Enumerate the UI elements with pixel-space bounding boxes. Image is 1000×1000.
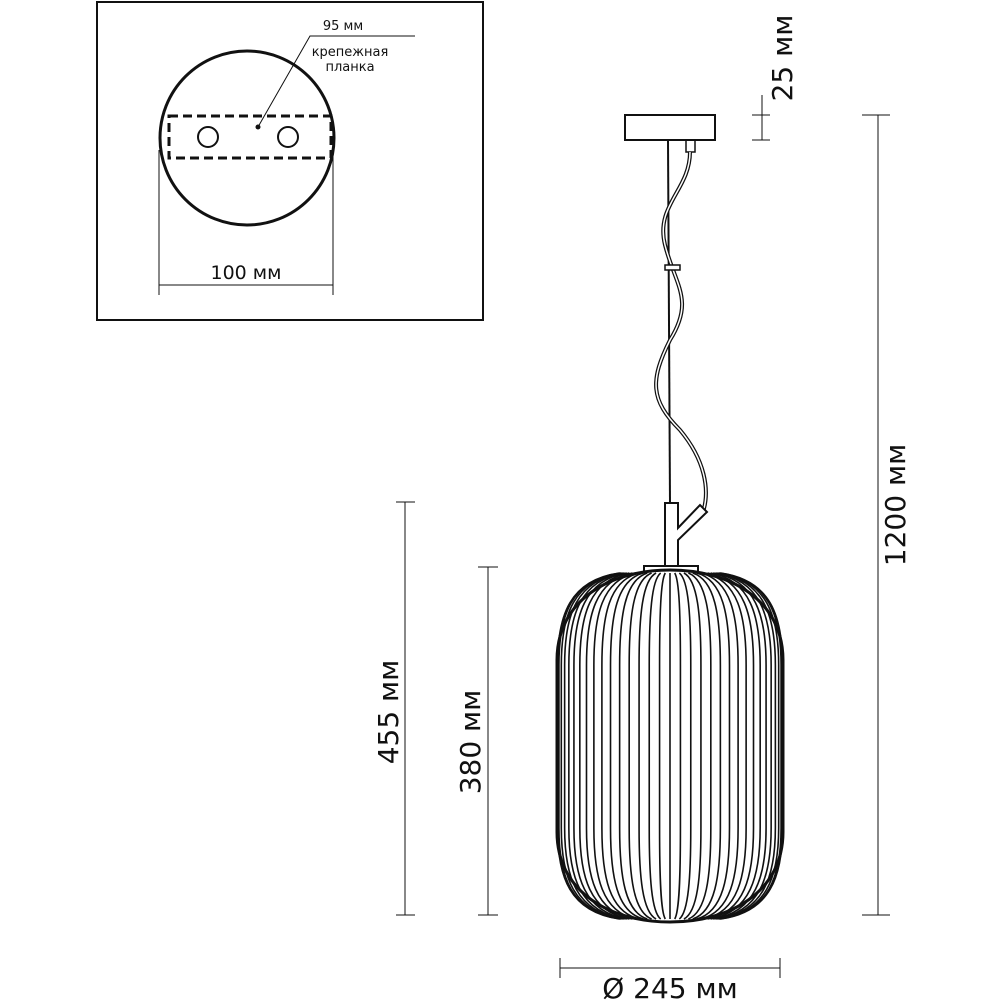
shade-rib: [688, 572, 712, 920]
shade-rib: [683, 572, 702, 920]
shade-height-label: 380 мм: [454, 690, 487, 795]
shade-rib: [715, 572, 772, 920]
bracket-name-line2: планка: [325, 60, 374, 75]
shade-rib: [720, 572, 784, 920]
canopy-circle: [158, 49, 336, 227]
canopy: [624, 114, 716, 141]
pendant-lamp: [555, 114, 785, 924]
shade-rib: [638, 572, 657, 920]
shade-rib: [609, 572, 644, 920]
shade-rib: [560, 572, 622, 920]
shade-rib: [658, 572, 667, 920]
screw-hole-right: [277, 126, 299, 148]
shade-rib: [678, 572, 692, 920]
shade-rib: [710, 572, 761, 920]
shade-rib: [558, 572, 621, 920]
shade-diameter-label: Ø 245 мм: [602, 972, 738, 1000]
canopy-diameter-label: 100 мм: [211, 262, 282, 284]
shade-rib: [579, 572, 630, 920]
lamp-height-label: 455 мм: [372, 660, 405, 765]
shade-rib: [618, 572, 648, 920]
shade-rib: [568, 572, 625, 920]
leader-line: [257, 35, 415, 128]
shade-rib: [704, 572, 747, 920]
shade-rib: [700, 572, 739, 920]
lamp-holder: [664, 502, 709, 569]
shade-rib: [696, 572, 731, 920]
shade-rib: [648, 572, 662, 920]
shade-rib: [713, 572, 767, 920]
canopy-inset: 95 мм крепежная планка 100 мм: [96, 1, 484, 321]
mounting-bracket: [167, 114, 333, 160]
shade-rib: [585, 572, 633, 920]
suspension-wire: [667, 139, 671, 506]
shade-rib: [717, 572, 777, 920]
shade-rib: [573, 572, 627, 920]
canopy-height-label: 25 мм: [766, 15, 799, 102]
bracket-name-line1: крепежная: [312, 45, 389, 60]
inset-frame: [96, 1, 484, 321]
screw-hole-left: [197, 126, 219, 148]
shade-rib: [707, 572, 755, 920]
bracket-width-label: 95 мм: [323, 19, 363, 34]
shade-rib: [718, 572, 780, 920]
ribbed-glass-shade: [555, 568, 785, 924]
shade-rib: [601, 572, 640, 920]
shade-rib: [593, 572, 636, 920]
total-height-label: 1200 мм: [879, 444, 912, 566]
shade-rib: [673, 572, 682, 920]
shade-rib: [563, 572, 623, 920]
shade-rib: [692, 572, 722, 920]
shade-rib: [628, 572, 652, 920]
dimension-lines: [396, 95, 890, 978]
